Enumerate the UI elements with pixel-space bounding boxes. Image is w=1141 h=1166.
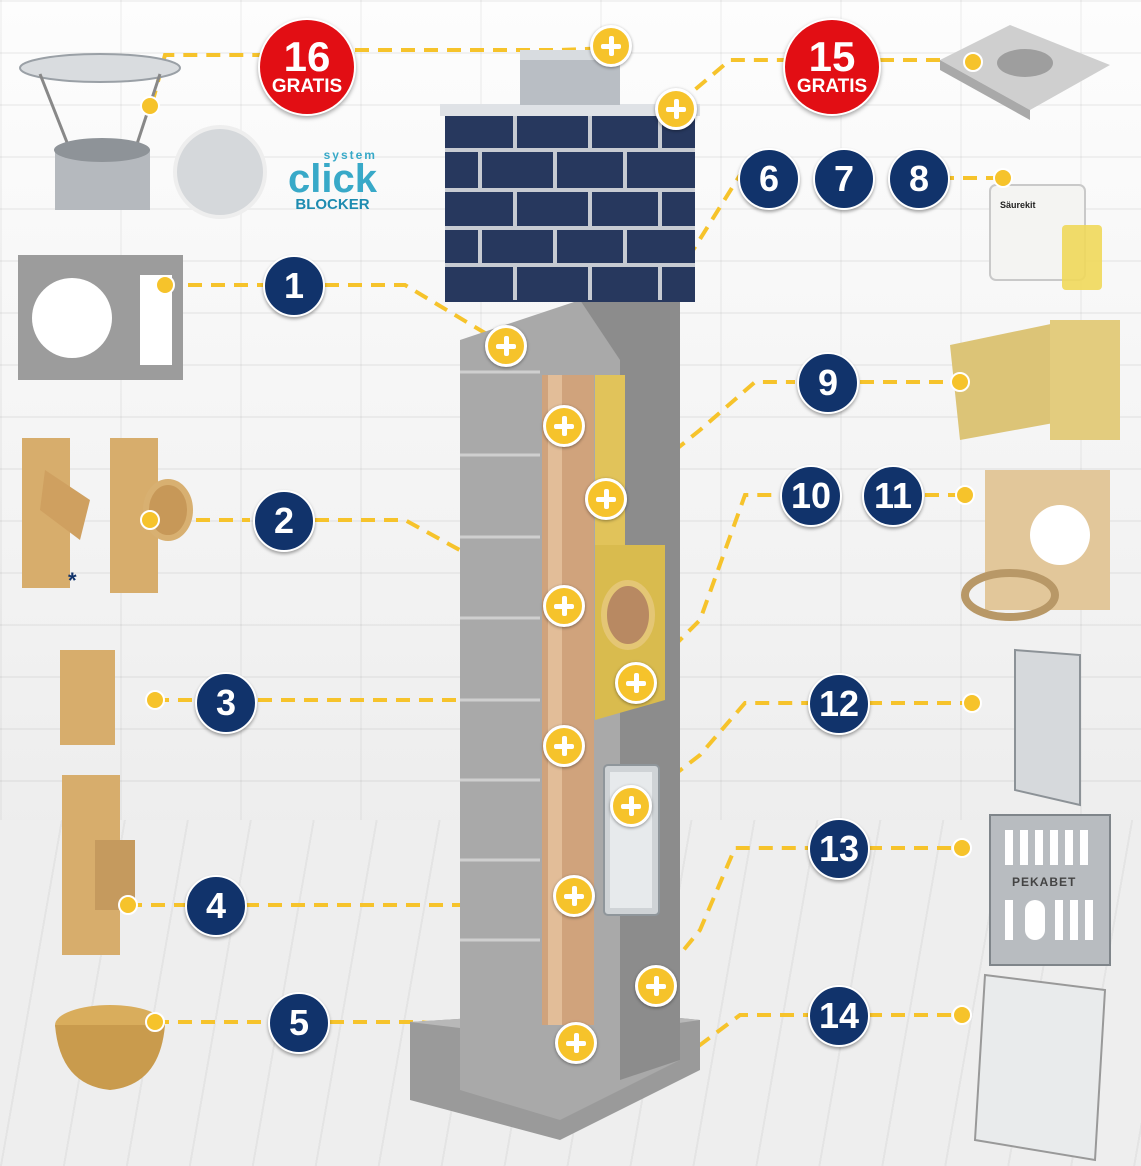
- clickblocker-logo: system click BLOCKER: [288, 148, 377, 213]
- connector-10-left: [638, 493, 780, 682]
- connector-15-left: [676, 58, 795, 106]
- gratis-label: GRATIS: [271, 76, 343, 97]
- dot-vent[interactable]: [952, 838, 972, 858]
- connector-16-right: [355, 46, 611, 52]
- plus-hotspot-pipe-top[interactable]: [543, 405, 585, 447]
- badge-11[interactable]: 11: [862, 465, 924, 527]
- badge-2[interactable]: 2: [253, 490, 315, 552]
- badge-1[interactable]: 1: [263, 255, 325, 317]
- connector-1-right: [325, 283, 507, 347]
- badge-14[interactable]: 14: [808, 985, 870, 1047]
- pipe-section: [60, 650, 115, 745]
- dot-cleanout[interactable]: [118, 895, 138, 915]
- plus-hotspot-hood[interactable]: [590, 25, 632, 67]
- badge-12[interactable]: 12: [808, 673, 870, 735]
- plus-hotspot-vent[interactable]: [635, 965, 677, 1007]
- dot-block[interactable]: [155, 275, 175, 295]
- badge-7[interactable]: 7: [813, 148, 875, 210]
- sealing-rope: [961, 569, 1059, 621]
- brand-blocker: BLOCKER: [295, 196, 370, 213]
- connector-16-left: [150, 53, 260, 105]
- plus-hotspot-insulation[interactable]: [585, 478, 627, 520]
- plus-hotspot-door[interactable]: [610, 785, 652, 827]
- badge-8[interactable]: 8: [888, 148, 950, 210]
- plus-hotspot-connector[interactable]: [615, 662, 657, 704]
- gratis-badge-16: 16 GRATIS: [258, 18, 356, 116]
- dot-wool[interactable]: [950, 372, 970, 392]
- brick-cap: [445, 112, 695, 302]
- gratis-number: 15: [808, 33, 856, 80]
- dot-pipe[interactable]: [145, 690, 165, 710]
- dot-manual[interactable]: [952, 1005, 972, 1025]
- cover-plate: [440, 104, 700, 116]
- dot-plate[interactable]: [955, 485, 975, 505]
- mineral-wool: [950, 320, 1070, 440]
- plus-hotspot-tee[interactable]: [543, 585, 585, 627]
- acid-kit-label: Säurekit: [1000, 200, 1036, 210]
- product-images: [18, 25, 1120, 1162]
- dot-rain-cap[interactable]: [140, 96, 160, 116]
- gratis-label: GRATIS: [796, 76, 868, 97]
- dot-acid-kit[interactable]: [993, 168, 1013, 188]
- dot-tee[interactable]: [140, 510, 160, 530]
- steel-door: [1014, 648, 1081, 807]
- brand-name: click: [288, 157, 377, 201]
- connector-12-left: [633, 701, 808, 807]
- gratis-badge-15: 15 GRATIS: [783, 18, 881, 116]
- pipe-inlet: [601, 580, 655, 650]
- dot-door[interactable]: [962, 693, 982, 713]
- brand-system: system: [323, 148, 377, 162]
- installation-manual: [973, 973, 1107, 1162]
- plus-hotspot-block[interactable]: [485, 325, 527, 367]
- badge-6[interactable]: 6: [738, 148, 800, 210]
- vent-brand-label: PEKABET: [1012, 875, 1077, 889]
- plus-hotspot-bowl[interactable]: [555, 1022, 597, 1064]
- badge-9[interactable]: 9: [797, 352, 859, 414]
- badge-4[interactable]: 4: [185, 875, 247, 937]
- rain-cap-hood: [19, 53, 181, 83]
- plus-hotspot-pipe[interactable]: [543, 725, 585, 767]
- gratis-number: 16: [283, 33, 331, 80]
- badge-13[interactable]: 13: [808, 818, 870, 880]
- plus-hotspot-cover[interactable]: [655, 88, 697, 130]
- footnote-star: *: [68, 568, 77, 593]
- badge-10[interactable]: 10: [780, 465, 842, 527]
- badge-3[interactable]: 3: [195, 672, 257, 734]
- plus-hotspot-cleanout[interactable]: [553, 875, 595, 917]
- dot-cover-plate[interactable]: [963, 52, 983, 72]
- dot-bowl[interactable]: [145, 1012, 165, 1032]
- clickblocker-detail: [173, 125, 267, 219]
- badge-5[interactable]: 5: [268, 992, 330, 1054]
